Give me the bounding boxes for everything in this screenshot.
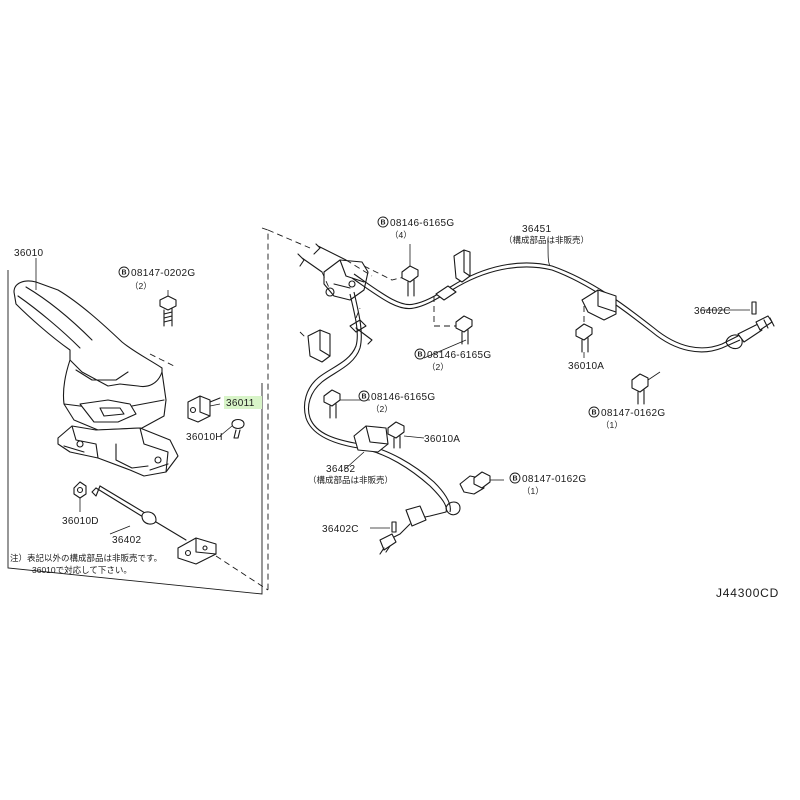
label-bolt-08147-0162G-mid: B 08147-0162G （1） (509, 472, 586, 496)
svg-text:（構成部品は非販売）: （構成部品は非販売） (504, 235, 589, 245)
note-line-2: 36010で対応して下さい。 (32, 565, 132, 575)
svg-text:08147-0162G: 08147-0162G (522, 474, 586, 485)
rear-cable-right-36451[interactable] (351, 249, 775, 353)
fastener-36402C-right[interactable] (751, 301, 757, 315)
svg-text:B: B (513, 476, 518, 483)
nut-36010D[interactable] (73, 481, 87, 499)
label-bolt-08146-6165G-mid: B 08146-6165G （2） (414, 348, 491, 372)
bolt-08147-0162G-mid[interactable] (473, 471, 504, 489)
svg-text:36452: 36452 (326, 464, 355, 475)
lever-assembly-frame (7, 270, 263, 595)
label-36010A-right: 36010A (568, 361, 604, 372)
parking-brake-lever-36010[interactable] (13, 280, 179, 477)
svg-text:（構成部品は非販売）: （構成部品は非販売） (308, 475, 393, 485)
cable-equalizer-bracket[interactable] (297, 243, 409, 301)
svg-text:08146-6165G: 08146-6165G (427, 350, 491, 361)
highlight-36011 (224, 396, 262, 409)
svg-text:（1）: （1） (522, 486, 544, 496)
svg-text:08147-0162G: 08147-0162G (601, 408, 665, 419)
label-36010: 36010 (14, 248, 43, 259)
label-bolt-08147-0162G-right: B 08147-0162G （1） (588, 406, 665, 430)
label-36010A-mid: 36010A (424, 434, 460, 445)
svg-text:B: B (362, 394, 367, 401)
diagram-id: J44300CD (716, 586, 779, 600)
bolt-08147-0162G-right[interactable] (631, 371, 661, 405)
svg-text:08146-6165G: 08146-6165G (371, 392, 435, 403)
label-bolt-08146-6165G-top: B 08146-6165G （4） (377, 216, 454, 240)
note-line-1: 注）表記以外の構成部品は非販売です。 (10, 553, 162, 563)
label-36010D: 36010D (62, 516, 99, 527)
svg-text:（2）: （2） (427, 362, 449, 372)
bolt-08146-6165G-mid[interactable] (455, 315, 473, 345)
svg-text:（2）: （2） (371, 404, 393, 414)
label-36011: 36011 (226, 398, 255, 409)
svg-text:B: B (122, 270, 127, 277)
label-36402C-right: 36402C (694, 306, 731, 317)
svg-text:（4）: （4） (390, 230, 412, 240)
bolt-08146-6165G-left[interactable] (323, 389, 341, 419)
label-36402: 36402 (112, 535, 141, 546)
svg-text:08147-0202G: 08147-0202G (131, 268, 195, 279)
bolt-36010H[interactable] (231, 418, 245, 439)
svg-text:（1）: （1） (601, 420, 623, 430)
svg-text:36451: 36451 (522, 224, 551, 235)
label-36010H: 36010H (186, 432, 223, 443)
svg-text:（2）: （2） (130, 281, 152, 291)
svg-text:B: B (418, 352, 423, 359)
svg-text:B: B (381, 220, 386, 227)
bolt-36010A-mid[interactable] (387, 421, 405, 449)
label-36452: 36452 （構成部品は非販売） (308, 464, 393, 485)
label-bolt-08146-6165G-left: B 08146-6165G （2） (358, 390, 435, 414)
rear-cable-left-36452[interactable] (303, 291, 485, 555)
note-block: 注）表記以外の構成部品は非販売です。 36010で対応して下さい。 (10, 553, 162, 575)
svg-text:08146-6165G: 08146-6165G (390, 218, 454, 229)
svg-text:B: B (592, 410, 597, 417)
bolt-36010A-right[interactable] (575, 323, 593, 353)
assembly-link-lines (149, 227, 311, 591)
front-cable-36402[interactable] (91, 485, 217, 565)
clip-36011[interactable] (187, 395, 221, 423)
label-36402C-left: 36402C (322, 524, 359, 535)
label-bolt-08147-0202G: B 08147-0202G （2） (118, 266, 195, 291)
bolt-08147-0202G[interactable] (159, 295, 177, 327)
fastener-36402C-left[interactable] (391, 521, 397, 533)
label-36451: 36451 （構成部品は非販売） (504, 224, 589, 245)
bolt-08146-6165G-top[interactable] (401, 265, 419, 297)
